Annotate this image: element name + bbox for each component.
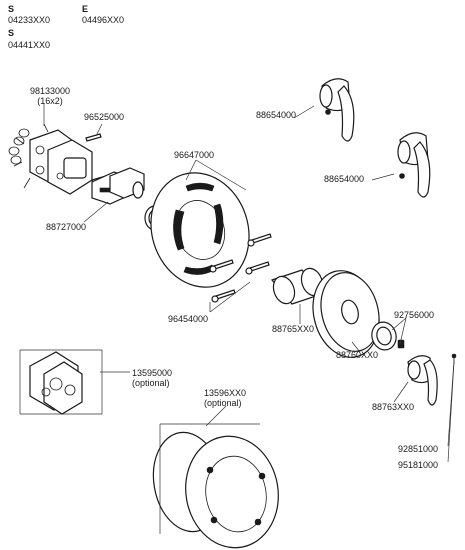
label-13595000-optional: (optional) bbox=[132, 378, 170, 388]
label-98133000-qty: (16x2) bbox=[37, 96, 63, 106]
cartridge-illustration bbox=[91, 167, 145, 205]
label-88654000-b: 88654000 bbox=[324, 174, 365, 184]
header-col1-code: 04233XX0 bbox=[8, 15, 51, 25]
label-13596XX0-optional: (optional) bbox=[204, 398, 242, 408]
rough-in-guard-illustration bbox=[19, 349, 103, 415]
header-col2-letter: E bbox=[82, 4, 89, 14]
header-col3-letter: S bbox=[8, 28, 15, 38]
label-88727000: 88727000 bbox=[46, 222, 87, 232]
label-13596XX0: 13596XX0 bbox=[204, 388, 247, 398]
header-col3-code: 04441XX0 bbox=[8, 40, 51, 50]
label-88765XX0: 88765XX0 bbox=[272, 324, 315, 334]
valve-body-illustration bbox=[13, 123, 93, 195]
label-92851000: 92851000 bbox=[398, 444, 439, 454]
header-col1-letter: S bbox=[8, 4, 15, 14]
handle-upper-a-illustration bbox=[319, 78, 355, 142]
leader-lines bbox=[43, 104, 455, 534]
label-88760XX0: 88760XX0 bbox=[336, 350, 379, 360]
label-88654000-a: 88654000 bbox=[256, 110, 297, 120]
header-col2-code: 04496XX0 bbox=[82, 15, 125, 25]
label-95181000: 95181000 bbox=[398, 460, 439, 470]
seal-ring-illustration bbox=[371, 321, 405, 351]
screw-96454000-illustration bbox=[209, 233, 272, 303]
mounting-plate-illustration bbox=[150, 172, 250, 288]
trim-plate-illustration bbox=[312, 270, 380, 358]
extension-trim-kit-illustration bbox=[152, 431, 279, 549]
label-88763XX0: 88763XX0 bbox=[372, 402, 415, 412]
handle-lower-illustration bbox=[407, 355, 438, 406]
o-ring-set-illustration bbox=[8, 128, 30, 165]
label-96525000: 96525000 bbox=[84, 112, 125, 122]
handle-upper-b-illustration bbox=[397, 132, 431, 198]
label-92756000: 92756000 bbox=[394, 310, 435, 320]
label-96647000: 96647000 bbox=[174, 150, 215, 160]
label-13595000: 13595000 bbox=[132, 368, 173, 378]
label-96454000: 96454000 bbox=[168, 314, 209, 324]
label-98133000: 98133000 bbox=[29, 86, 71, 96]
